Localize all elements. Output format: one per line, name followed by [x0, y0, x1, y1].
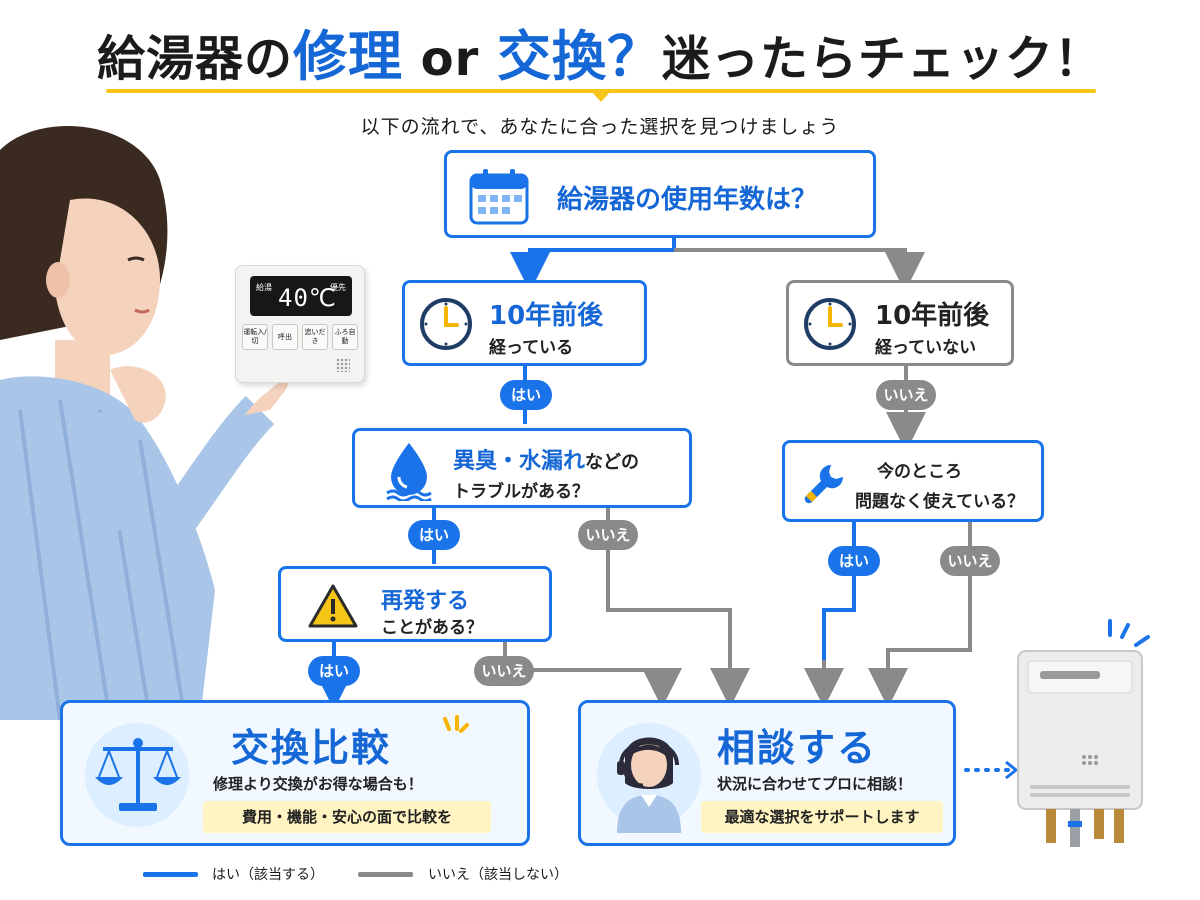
water-drop-icon — [386, 443, 432, 501]
title-highlight-replace: 交換？ — [497, 25, 663, 88]
result-replace-comparison: 交換比較 修理より交換がお得な場合も！ 費用・機能・安心の面で比較を — [60, 700, 530, 846]
node-trouble-line1: 異臭・水漏れなどの — [453, 443, 639, 475]
node-over-10-line1: 10年前後 — [489, 301, 604, 331]
water-heater-remote-panel: 給湯 優先 40℃ 運転入/切 呼出 追いだき ふろ自動 — [235, 265, 365, 383]
node-trouble-suffix: などの — [585, 452, 640, 473]
node-under-10-line1: 10年前後 — [875, 301, 990, 331]
calendar-icon — [469, 169, 529, 225]
title-part-2: or — [402, 31, 498, 87]
label-no-under10: いいえ — [876, 380, 936, 410]
panel-button-power: 運転入/切 — [242, 324, 268, 350]
node-start: 給湯器の使用年数は？ — [444, 150, 876, 238]
label-no-trouble: いいえ — [578, 520, 638, 550]
result-consult-title: 相談する — [717, 726, 878, 770]
node-recur-line2: ことがある？ — [381, 618, 483, 638]
panel-label-left: 給湯 — [256, 283, 272, 292]
title-underline — [106, 89, 1096, 93]
node-no-problem-line2: 問題なく使えている？ — [855, 492, 1025, 512]
legend-yes-label: はい（該当する） — [212, 867, 324, 883]
panel-speaker-icon — [336, 358, 350, 372]
operator-icon — [617, 737, 681, 833]
title-part-1: 給湯器の — [96, 31, 293, 87]
label-yes-recur: はい — [308, 656, 360, 686]
subtitle: 以下の流れで、あなたに合った選択を見つけましょう — [360, 116, 840, 138]
result-consult-desc: 状況に合わせてプロに相談！ — [717, 775, 913, 793]
result-replace-tag: 費用・機能・安心の面で比較を — [203, 801, 491, 833]
water-heater-illustration — [1017, 619, 1150, 847]
label-no-no-problem: いいえ — [940, 546, 1000, 576]
wrench-icon — [804, 464, 844, 504]
panel-label-right: 優先 — [330, 283, 346, 292]
warning-icon — [308, 584, 358, 628]
result-replace-desc: 修理より交換がお得な場合も！ — [213, 775, 423, 793]
panel-temperature: 40℃ — [278, 284, 337, 312]
label-yes-trouble: はい — [408, 520, 460, 550]
sparkle-icon — [443, 715, 469, 733]
panel-button-reheat: 追いだき — [302, 324, 328, 350]
label-yes-over10: はい — [500, 380, 552, 410]
result-replace-title: 交換比較 — [231, 726, 392, 770]
panel-button-call: 呼出 — [272, 324, 298, 350]
page-title: 給湯器の修理 or 交換？迷ったらチェック！ — [0, 12, 1200, 90]
title-part-3: 迷ったらチェック！ — [662, 31, 1104, 87]
label-no-recur: いいえ — [474, 656, 534, 686]
node-start-text: 給湯器の使用年数は？ — [557, 185, 818, 215]
result-consult: 相談する 状況に合わせてプロに相談！ 最適な選択をサポートします — [578, 700, 956, 846]
node-trouble: 異臭・水漏れなどの トラブルがある？ — [352, 428, 692, 508]
label-yes-no-problem: はい — [828, 546, 880, 576]
title-underline-notch — [592, 92, 610, 102]
node-over-10-years: 10年前後 経っている — [402, 280, 647, 366]
scale-icon — [95, 738, 181, 811]
node-recur-line1: 再発する — [381, 589, 470, 614]
legend-no-label: いいえ（該当しない） — [428, 867, 568, 883]
legend-no-swatch — [358, 872, 413, 877]
clock-icon — [420, 298, 472, 350]
result-consult-tag: 最適な選択をサポートします — [701, 801, 943, 833]
node-under-10-line2: 経っていない — [875, 338, 977, 358]
woman-illustration — [0, 126, 288, 720]
legend-yes-swatch — [143, 872, 198, 877]
node-under-10-years: 10年前後 経っていない — [786, 280, 1014, 366]
node-recur: 再発する ことがある？ — [278, 566, 552, 642]
title-highlight-repair: 修理 — [292, 25, 403, 88]
clock-icon — [804, 298, 856, 350]
node-over-10-line2: 経っている — [489, 338, 574, 358]
node-no-problem-line1: 今のところ — [877, 462, 962, 482]
node-trouble-line2: トラブルがある？ — [453, 482, 589, 502]
node-no-problem: 今のところ 問題なく使えている？ — [782, 440, 1044, 522]
panel-display: 給湯 優先 40℃ — [250, 276, 352, 316]
node-trouble-emphasis: 異臭・水漏れ — [453, 449, 586, 474]
panel-button-auto-bath: ふろ自動 — [332, 324, 358, 350]
